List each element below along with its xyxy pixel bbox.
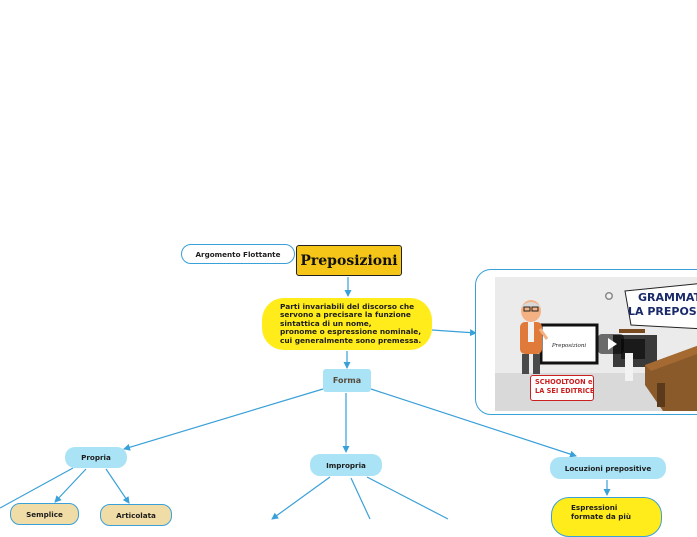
- propria-node[interactable]: Propria: [65, 447, 127, 468]
- impropria-node[interactable]: Impropria: [310, 454, 382, 476]
- forma-label: Forma: [332, 376, 362, 385]
- espressioni-node[interactable]: Espressioni formate da più: [551, 497, 662, 537]
- edge-forma-propria: [123, 388, 324, 451]
- floating-topic-label: Argomento Flottante: [195, 249, 281, 259]
- play-icon: [607, 338, 617, 350]
- edge-propria-semplice: [54, 468, 87, 503]
- publisher-badge: SCHOOLTOON e LA SEI EDITRICE: [530, 375, 594, 401]
- publisher-line-1: SCHOOLTOON e: [535, 378, 593, 386]
- edge-definition-video: [431, 329, 477, 337]
- video-node[interactable]: Preposizioni GRAMMATI LA PREPOSIZ SCHOOL…: [475, 269, 697, 415]
- edge-impropria-mid: [350, 477, 371, 520]
- definition-line: sintattica di un nome,: [280, 318, 372, 328]
- play-button[interactable]: [598, 334, 624, 354]
- locuzioni-node[interactable]: Locuzioni prepositive: [550, 457, 666, 479]
- impropria-label: Impropria: [326, 460, 366, 470]
- edge-propria-articolata: [105, 468, 130, 504]
- video-title-line-1: GRAMMATI: [638, 291, 697, 304]
- espressioni-line: Espressioni: [571, 503, 618, 512]
- espressioni-text: Espressioni formate da più: [571, 503, 631, 521]
- definition-line: servono a precisare la funzione: [280, 310, 411, 320]
- edge-forma-locuzioni: [370, 388, 577, 458]
- central-topic-label: Preposizioni: [300, 252, 398, 269]
- video-title-line-2: LA PREPOSIZ: [628, 305, 697, 318]
- board-text: Preposizioni: [551, 343, 587, 349]
- semplice-node[interactable]: Semplice: [10, 503, 79, 525]
- floating-topic-node[interactable]: Argomento Flottante: [181, 244, 295, 264]
- edge-impropria-left: [271, 476, 331, 520]
- articolata-label: Articolata: [116, 510, 156, 520]
- definition-line: cui generalmente sono premessa.: [280, 335, 422, 345]
- forma-node[interactable]: Forma: [323, 369, 371, 392]
- video-scene-illustration: Preposizioni: [495, 277, 697, 411]
- publisher-line-2: LA SEI EDITRICE: [535, 387, 595, 395]
- definition-line: Parti invariabili del discorso che: [280, 301, 415, 311]
- video-thumbnail[interactable]: Preposizioni GRAMMATI LA PREPOSIZ SCHOOL…: [495, 277, 697, 411]
- definition-node[interactable]: Parti invariabili del discorso che servo…: [262, 298, 432, 350]
- central-topic-node[interactable]: Preposizioni: [296, 245, 402, 276]
- definition-line: pronome o espressione nominale,: [280, 327, 422, 337]
- locuzioni-label: Locuzioni prepositive: [564, 463, 652, 473]
- espressioni-line: formate da più: [571, 511, 631, 521]
- edge-impropria-right: [366, 476, 449, 520]
- semplice-label: Semplice: [26, 509, 63, 519]
- articolata-node[interactable]: Articolata: [100, 504, 172, 526]
- propria-label: Propria: [81, 453, 111, 462]
- definition-text: Parti invariabili del discorso che servo…: [280, 301, 422, 346]
- edge-propria-left: [0, 467, 74, 509]
- connector-layer: [0, 277, 611, 520]
